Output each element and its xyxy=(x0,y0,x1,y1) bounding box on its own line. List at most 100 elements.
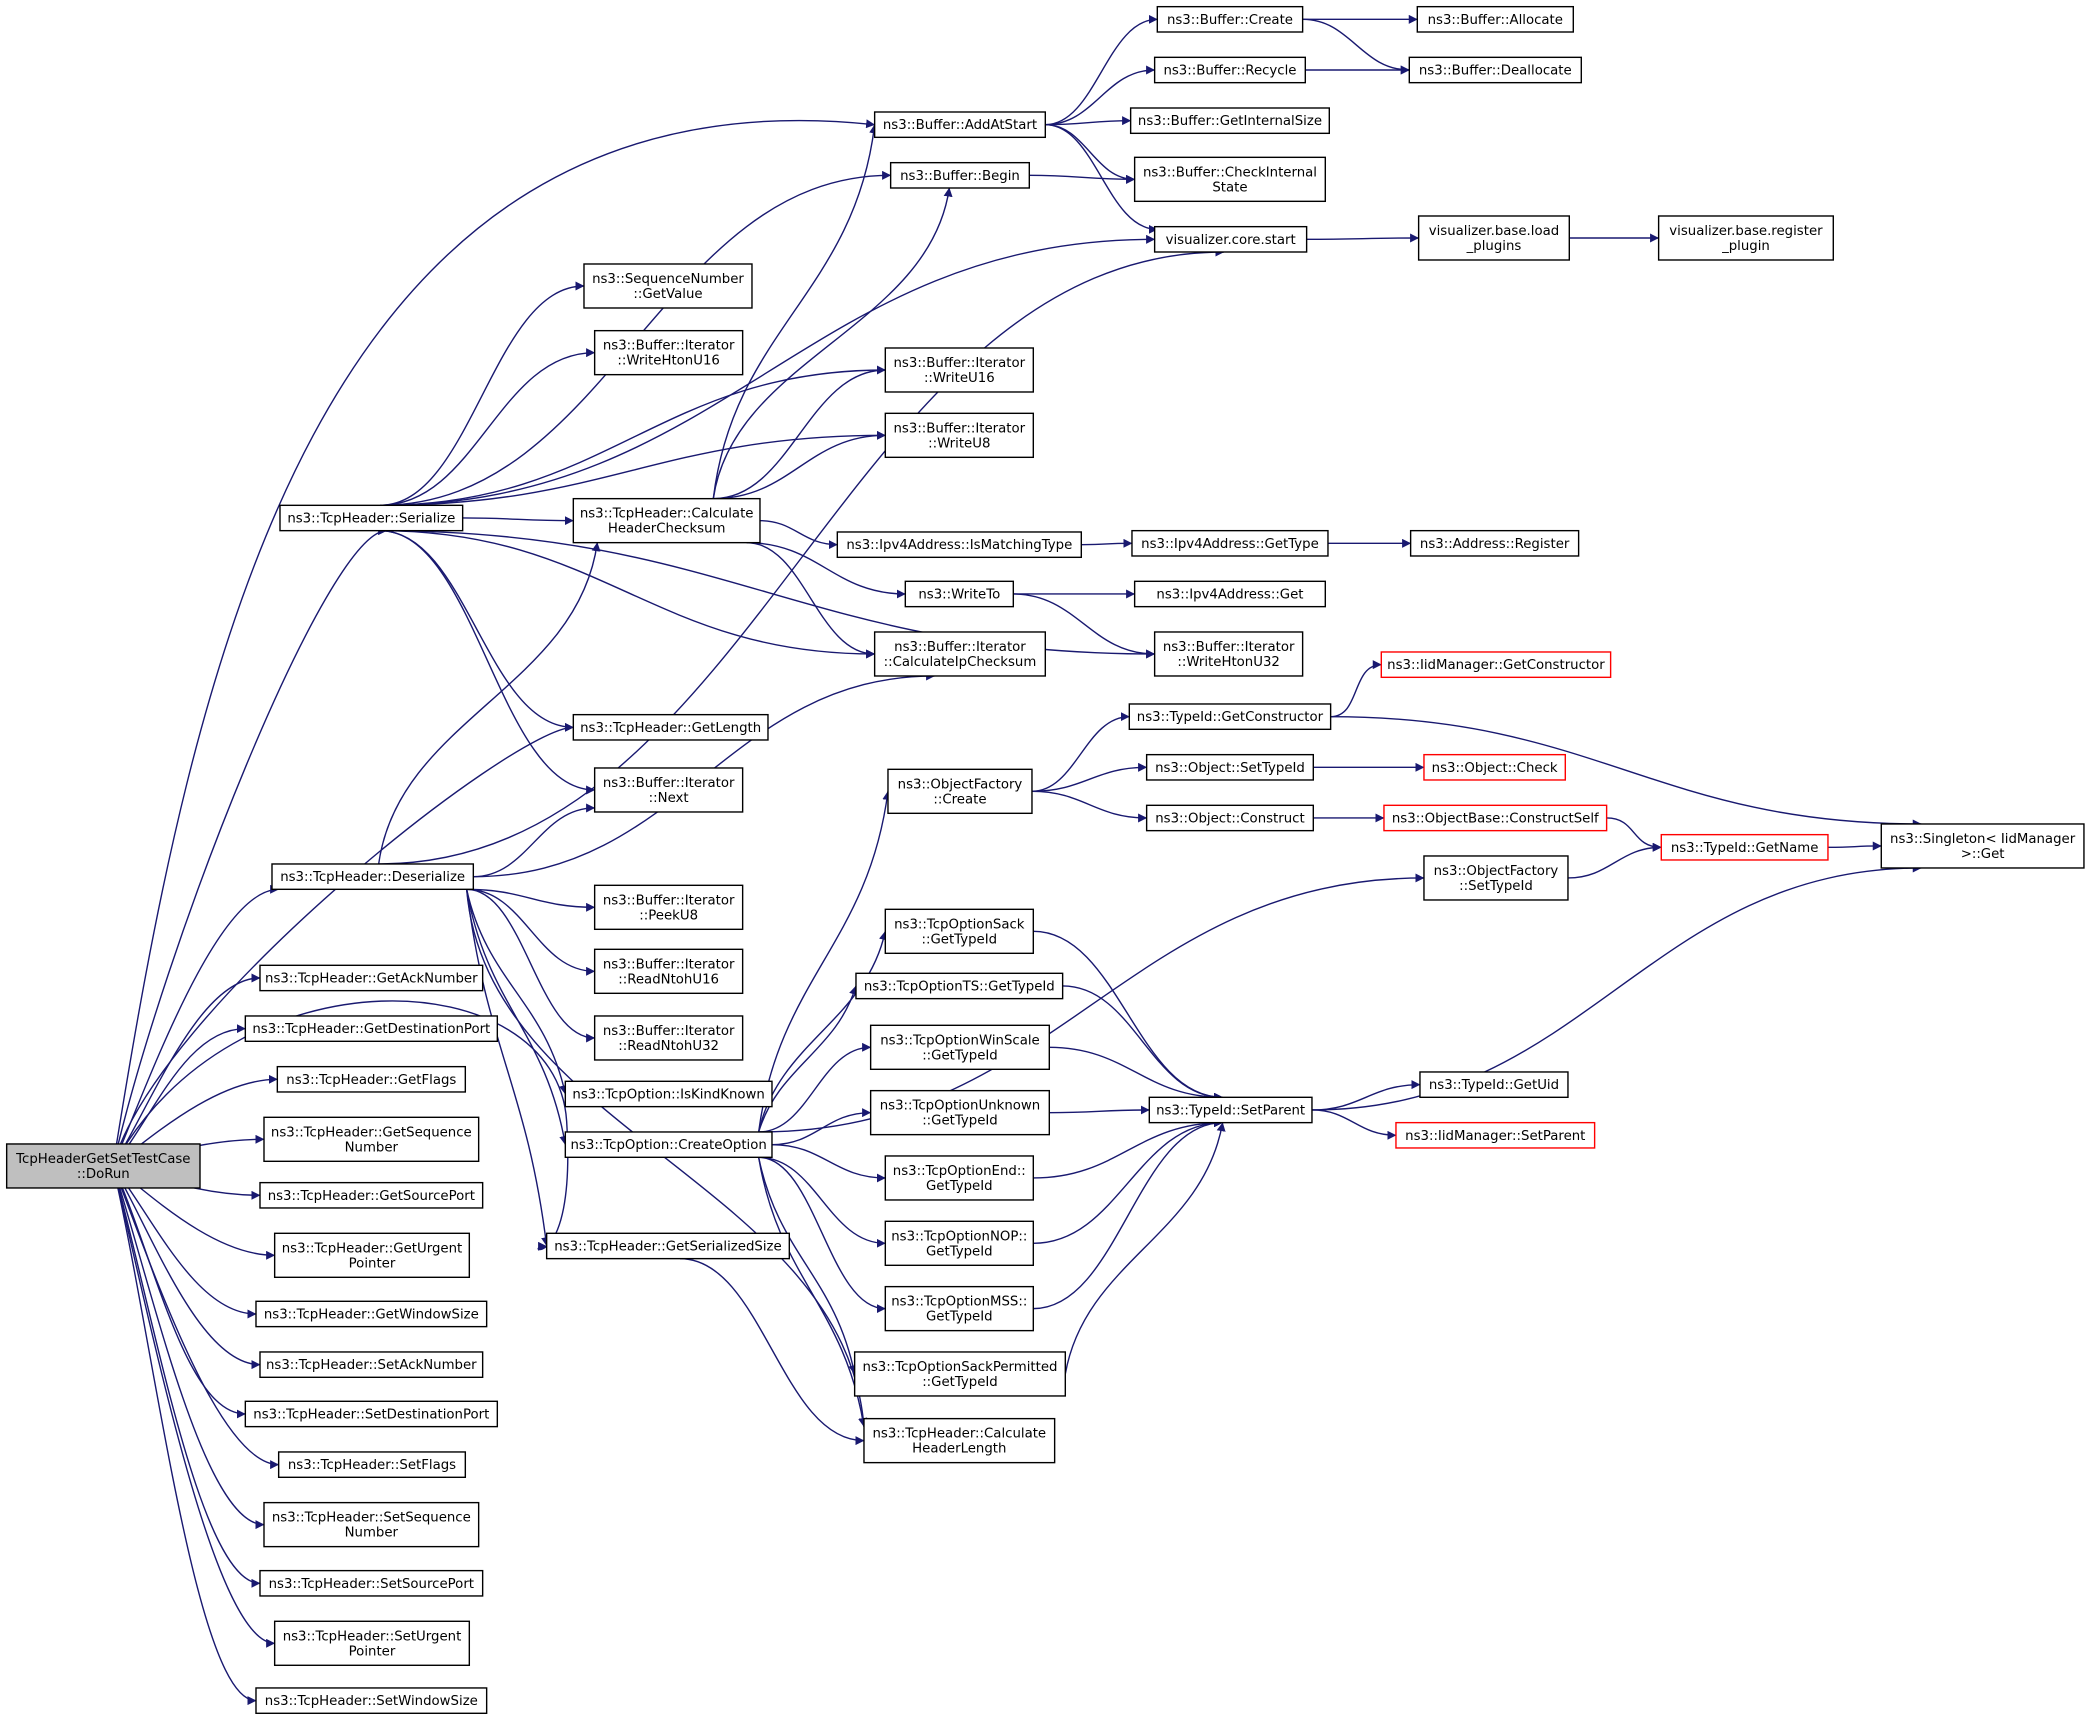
node-unknownGetTypeId[interactable]: ns3::TcpOptionUnknown::GetTypeId xyxy=(869,1089,1051,1136)
edge-line xyxy=(379,529,574,732)
node-peekU8[interactable]: ns3::Buffer::Iterator::PeekU8 xyxy=(593,884,744,931)
node-ipv4GetType[interactable]: ns3::Ipv4Address::GetType xyxy=(1131,529,1329,557)
node-label: ::GetTypeId xyxy=(922,1048,998,1063)
node-vizLoadPlugins[interactable]: visualizer.base.load_plugins xyxy=(1417,215,1570,261)
node-label: ns3::TcpHeader::Calculate xyxy=(872,1427,1046,1442)
node-box xyxy=(1153,56,1307,84)
node-serialize[interactable]: ns3::TcpHeader::Serialize xyxy=(279,504,464,532)
node-ipv4Get[interactable]: ns3::Ipv4Address::Get xyxy=(1133,580,1327,608)
node-bufAllocate[interactable]: ns3::Buffer::Allocate xyxy=(1416,5,1574,33)
node-readNtohU16[interactable]: ns3::Buffer::Iterator::ReadNtohU16 xyxy=(593,948,744,995)
node-box xyxy=(884,1285,1035,1332)
node-tsGetTypeId[interactable]: ns3::TcpOptionTS::GetTypeId xyxy=(855,972,1064,1000)
node-createOption[interactable]: ns3::TcpOption::CreateOption xyxy=(564,1131,773,1159)
node-deserialize[interactable]: ns3::TcpHeader::Deserialize xyxy=(271,863,475,891)
edge-line xyxy=(112,1165,265,1530)
node-writeHtonU32[interactable]: ns3::Buffer::Iterator::WriteHtonU32 xyxy=(1153,631,1304,677)
node-next[interactable]: ns3::Buffer::Iterator::Next xyxy=(593,767,744,813)
node-label: ::CalculateIpChecksum xyxy=(884,655,1037,670)
node-box xyxy=(564,1131,773,1159)
node-label: ns3::TcpHeader::GetWindowSize xyxy=(264,1307,479,1322)
node-typeIdGetConstructor[interactable]: ns3::TypeId::GetConstructor xyxy=(1128,703,1332,731)
node-writeU8[interactable]: ns3::Buffer::Iterator::WriteU8 xyxy=(884,412,1035,459)
node-writeU16[interactable]: ns3::Buffer::Iterator::WriteU16 xyxy=(884,347,1035,393)
edge-line xyxy=(1081,538,1133,548)
node-setWin[interactable]: ns3::TcpHeader::SetWindowSize xyxy=(255,1687,488,1714)
node-typeIdSetParent[interactable]: ns3::TypeId::SetParent xyxy=(1148,1096,1313,1124)
node-bufCreate[interactable]: ns3::Buffer::Create xyxy=(1156,5,1304,33)
node-nopGetTypeId[interactable]: ns3::TcpOptionNOP::GetTypeId xyxy=(884,1220,1035,1267)
node-setFlags[interactable]: ns3::TcpHeader::SetFlags xyxy=(277,1451,467,1478)
node-typeIdGetName[interactable]: ns3::TypeId::GetName xyxy=(1660,833,1829,861)
node-iidGetConstructor[interactable]: ns3::IidManager::GetConstructor xyxy=(1380,651,1612,679)
node-getSrc[interactable]: ns3::TcpHeader::GetSourcePort xyxy=(259,1181,484,1209)
node-isMatchingType[interactable]: ns3::Ipv4Address::IsMatchingType xyxy=(836,531,1083,559)
node-endGetTypeId[interactable]: ns3::TcpOptionEnd::GetTypeId xyxy=(884,1155,1035,1201)
node-getSerializedSize[interactable]: ns3::TcpHeader::GetSerializedSize xyxy=(545,1232,791,1260)
edge-calcChecksum-to-writeU8 xyxy=(713,430,886,500)
node-vizRegisterPlugin[interactable]: visualizer.base.register_plugin xyxy=(1657,215,1834,261)
node-vizCoreStart[interactable]: visualizer.core.start xyxy=(1153,225,1308,253)
node-getDst[interactable]: ns3::TcpHeader::GetDestinationPort xyxy=(244,1015,499,1043)
node-calcIpChecksum[interactable]: ns3::Buffer::Iterator::CalculateIpChecks… xyxy=(873,631,1047,677)
node-sackPermGetTypeId[interactable]: ns3::TcpOptionSackPermitted::GetTypeId xyxy=(853,1351,1067,1397)
node-addrRegister[interactable]: ns3::Address::Register xyxy=(1409,529,1580,557)
node-sackGetTypeId[interactable]: ns3::TcpOptionSack::GetTypeId xyxy=(884,908,1035,955)
node-objCheck[interactable]: ns3::Object::Check xyxy=(1423,753,1566,781)
node-objConstruct[interactable]: ns3::Object::Construct xyxy=(1145,804,1315,832)
node-box xyxy=(1153,631,1304,677)
edge-root-to-setUrg xyxy=(112,1165,276,1648)
node-readNtohU32[interactable]: ns3::Buffer::Iterator::ReadNtohU32 xyxy=(593,1015,744,1061)
node-winScaleGetTypeId[interactable]: ns3::TcpOptionWinScale::GetTypeId xyxy=(869,1024,1051,1071)
edge-line xyxy=(473,803,596,878)
node-addAtStart[interactable]: ns3::Buffer::AddAtStart xyxy=(873,111,1047,139)
node-root[interactable]: TcpHeaderGetSetTestCase::DoRun xyxy=(5,1143,201,1189)
node-begin[interactable]: ns3::Buffer::Begin xyxy=(889,161,1031,189)
node-label: ns3::Buffer::Recycle xyxy=(1163,63,1296,78)
node-box xyxy=(583,263,753,309)
node-label: ns3::TcpOptionSackPermitted xyxy=(862,1360,1057,1375)
node-objBaseConstructSelf[interactable]: ns3::ObjectBase::ConstructSelf xyxy=(1383,804,1608,832)
node-typeIdGetUid[interactable]: ns3::TypeId::GetUid xyxy=(1419,1071,1569,1099)
node-box xyxy=(276,1065,467,1093)
node-getFlags[interactable]: ns3::TcpHeader::GetFlags xyxy=(276,1065,467,1093)
node-objSetTypeId[interactable]: ns3::Object::SetTypeId xyxy=(1145,753,1315,781)
node-singletonGet[interactable]: ns3::Singleton< IidManager >::Get xyxy=(1880,823,2085,869)
node-label: ns3::Ipv4Address::IsMatchingType xyxy=(846,538,1072,553)
node-bufDeallocate[interactable]: ns3::Buffer::Deallocate xyxy=(1408,56,1582,84)
node-label: ns3::TcpHeader::SetSequence xyxy=(272,1511,471,1526)
node-writeTo[interactable]: ns3::WriteTo xyxy=(904,580,1015,608)
edge-line xyxy=(757,930,888,1133)
node-label: visualizer.core.start xyxy=(1166,233,1296,248)
node-writeHtonU16[interactable]: ns3::Buffer::Iterator::WriteHtonU16 xyxy=(593,329,744,376)
edge-line xyxy=(462,516,574,526)
node-objFactoryCreate[interactable]: ns3::ObjectFactory::Create xyxy=(887,768,1033,815)
node-bufGetInternalSize[interactable]: ns3::Buffer::GetInternalSize xyxy=(1129,107,1331,135)
node-bufRecycle[interactable]: ns3::Buffer::Recycle xyxy=(1153,56,1307,84)
node-isKindKnown[interactable]: ns3::TcpOption::IsKindKnown xyxy=(564,1080,773,1108)
edge-isMatchingType-to-ipv4GetType xyxy=(1081,538,1133,548)
node-iidSetParent[interactable]: ns3::IidManager::SetParent xyxy=(1395,1121,1596,1149)
node-mssGetTypeId[interactable]: ns3::TcpOptionMSS::GetTypeId xyxy=(884,1285,1035,1332)
node-box xyxy=(277,1451,467,1478)
edge-serialize-to-writeHtonU16 xyxy=(379,348,596,507)
node-setSrc[interactable]: ns3::TcpHeader::SetSourcePort xyxy=(259,1569,484,1597)
node-objFactorySetTypeId[interactable]: ns3::ObjectFactory::SetTypeId xyxy=(1423,855,1569,901)
node-seqGetValue[interactable]: ns3::SequenceNumber::GetValue xyxy=(583,263,753,309)
node-box xyxy=(5,1143,201,1189)
node-setDst[interactable]: ns3::TcpHeader::SetDestinationPort xyxy=(244,1400,499,1428)
node-getLength[interactable]: ns3::TcpHeader::GetLength xyxy=(572,713,769,741)
node-label: HeaderLength xyxy=(912,1442,1006,1457)
node-getWin[interactable]: ns3::TcpHeader::GetWindowSize xyxy=(255,1300,488,1328)
node-setAck[interactable]: ns3::TcpHeader::SetAckNumber xyxy=(259,1351,484,1378)
edge-bufCreate-to-bufDeallocate xyxy=(1302,18,1410,75)
node-getAck[interactable]: ns3::TcpHeader::GetAckNumber xyxy=(259,964,484,992)
edge-deserialize-to-readNtohU32 xyxy=(466,888,596,1043)
